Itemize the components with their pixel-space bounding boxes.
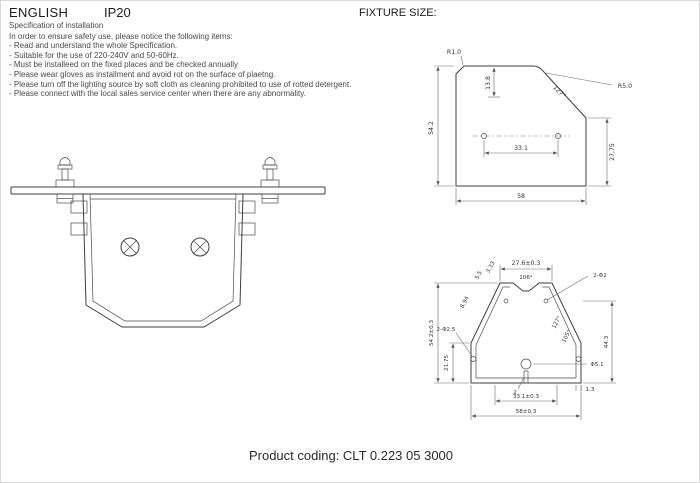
profile-outline (470, 282, 582, 384)
mounting-bolt-right (260, 157, 280, 204)
dim-radius-large-label: R5.0 (618, 83, 632, 90)
dimension-right-height: 44.3 (583, 300, 616, 384)
dim-lip-a-label: 3.33 (486, 260, 497, 274)
dim-slot-width-label: 2 (513, 390, 517, 396)
dim-edge-label: 8.94 (460, 295, 471, 309)
spec-item: - Read and understand the whole Specific… (9, 41, 178, 51)
dim-hole-spacing-label: 33.1 (514, 145, 528, 152)
profile-section-drawing: 27.6±0.3 106° 2-Φ2 3.33 5.5 8.94 2-Φ2.5 … (429, 260, 616, 420)
fixture-size-drawing: 54.2 58 27,75 33.1 13.8 R1.0 (428, 49, 632, 205)
ceiling-plate (10, 186, 326, 195)
dimension-wall-thickness: 1.3 (575, 385, 595, 393)
dimension-width: 58 (455, 188, 587, 205)
product-coding: Product coding: CLT 0.223 05 3000 (248, 448, 454, 463)
end-view-outline (455, 65, 587, 187)
dimension-height: 54.2±0.3 (429, 282, 498, 384)
spec-item: - Please turn off the lighting source by… (9, 79, 352, 89)
dimension-radius-large: R5.0 (545, 72, 632, 90)
spec-title: Specification of installation (9, 21, 104, 30)
phillips-screw-left (120, 237, 140, 257)
spec-item: - Suitable for the use of 220-240V and 5… (9, 50, 179, 60)
ip-rating-label: IP20 (104, 5, 131, 20)
dimension-wall-height: 21.75 (444, 342, 469, 383)
spec-intro: In order to ensure safety use, please no… (9, 31, 233, 41)
dim-inner-width-label: 33.1±0.3 (513, 394, 539, 400)
dimension-right-height: 27,75 (588, 117, 616, 187)
dim-top-width-label: 27.6±0.3 (512, 260, 541, 267)
spec-item: - Please connect with the local sales se… (9, 89, 306, 99)
dim-width-label: 58±0.3 (516, 409, 537, 415)
dim-right-height-label: 27,75 (609, 143, 616, 161)
spec-item: - Please wear gloves as installment and … (9, 69, 276, 79)
dim-width-label: 58 (517, 193, 525, 200)
dim-angle-a-label: 127° (551, 315, 563, 330)
phillips-screw-right (190, 237, 210, 257)
dimension-radius-small: R1.0 (447, 49, 464, 66)
dimension-slot-width: 2 (513, 376, 525, 396)
dim-height-label: 54.2±0.3 (429, 320, 435, 346)
dim-lip-b-label: 5.5 (474, 270, 484, 281)
dim-holes-top-label: 2-Φ2 (593, 273, 607, 279)
dim-radius-small-label: R1.0 (447, 49, 461, 56)
dimension-height: 54.2 (428, 65, 454, 187)
dimension-holes-top: 2-Φ2 (546, 273, 607, 301)
spec-item: - Must be installeed on the fixed places… (9, 60, 239, 70)
dim-wall-thickness-label: 1.3 (586, 387, 595, 393)
spring-clip-left (70, 200, 88, 236)
language-label: ENGLISH (9, 5, 69, 20)
dim-notch-angle-label: 106° (519, 275, 533, 281)
dimension-inner-width: 33.1±0.3 (494, 385, 558, 405)
dimension-top-width: 27.6±0.3 (499, 260, 553, 281)
installation-spec: Specification of installation In order t… (9, 21, 354, 99)
dim-angle-label: 127° (551, 83, 567, 99)
dim-top-offset-label: 13.8 (485, 76, 492, 90)
dim-wall-height-label: 21.75 (444, 355, 450, 371)
fixture-mounting-drawing (10, 157, 326, 328)
dim-holes-side-label: 2-Φ2.5 (437, 327, 456, 333)
fixture-size-label: FIXTURE SIZE: (359, 7, 437, 19)
dimension-width: 58±0.3 (470, 385, 582, 420)
dimension-holes-side: 2-Φ2.5 (437, 327, 473, 357)
dimension-top-offset: 13.8 (485, 67, 500, 98)
dimension-hole-spacing: 33.1 (483, 140, 559, 157)
spring-clip-right (238, 200, 256, 236)
fixture-body-profile (82, 193, 244, 328)
dim-center-hole-label: Φ5.1 (590, 362, 604, 368)
dim-right-height-label: 44.3 (604, 335, 610, 348)
mounting-bolt-left (55, 157, 75, 204)
dim-height-label: 54.2 (428, 121, 435, 135)
dimension-center-hole: Φ5.1 (533, 362, 604, 368)
dim-angle-b-label: 105° (561, 329, 573, 344)
